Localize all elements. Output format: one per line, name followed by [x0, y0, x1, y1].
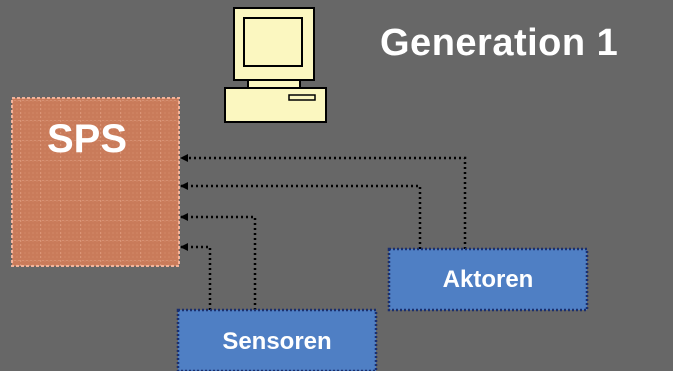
plc-block: [11, 97, 180, 267]
connectors: [180, 154, 467, 310]
connector-actuators-1: [180, 154, 467, 249]
sensors-box: [176, 308, 378, 371]
sensors-label: Sensoren: [222, 328, 332, 355]
diagram-title: Generation 1: [380, 22, 619, 64]
plc-label: SPS: [47, 117, 128, 161]
computer-icon: [224, 7, 327, 123]
connector-sensors-2: [180, 243, 212, 310]
connector-actuators-2: [180, 182, 422, 249]
connector-sensors-1: [180, 213, 257, 310]
actuators-box: [387, 247, 589, 312]
actuators-label: Aktoren: [442, 266, 534, 293]
